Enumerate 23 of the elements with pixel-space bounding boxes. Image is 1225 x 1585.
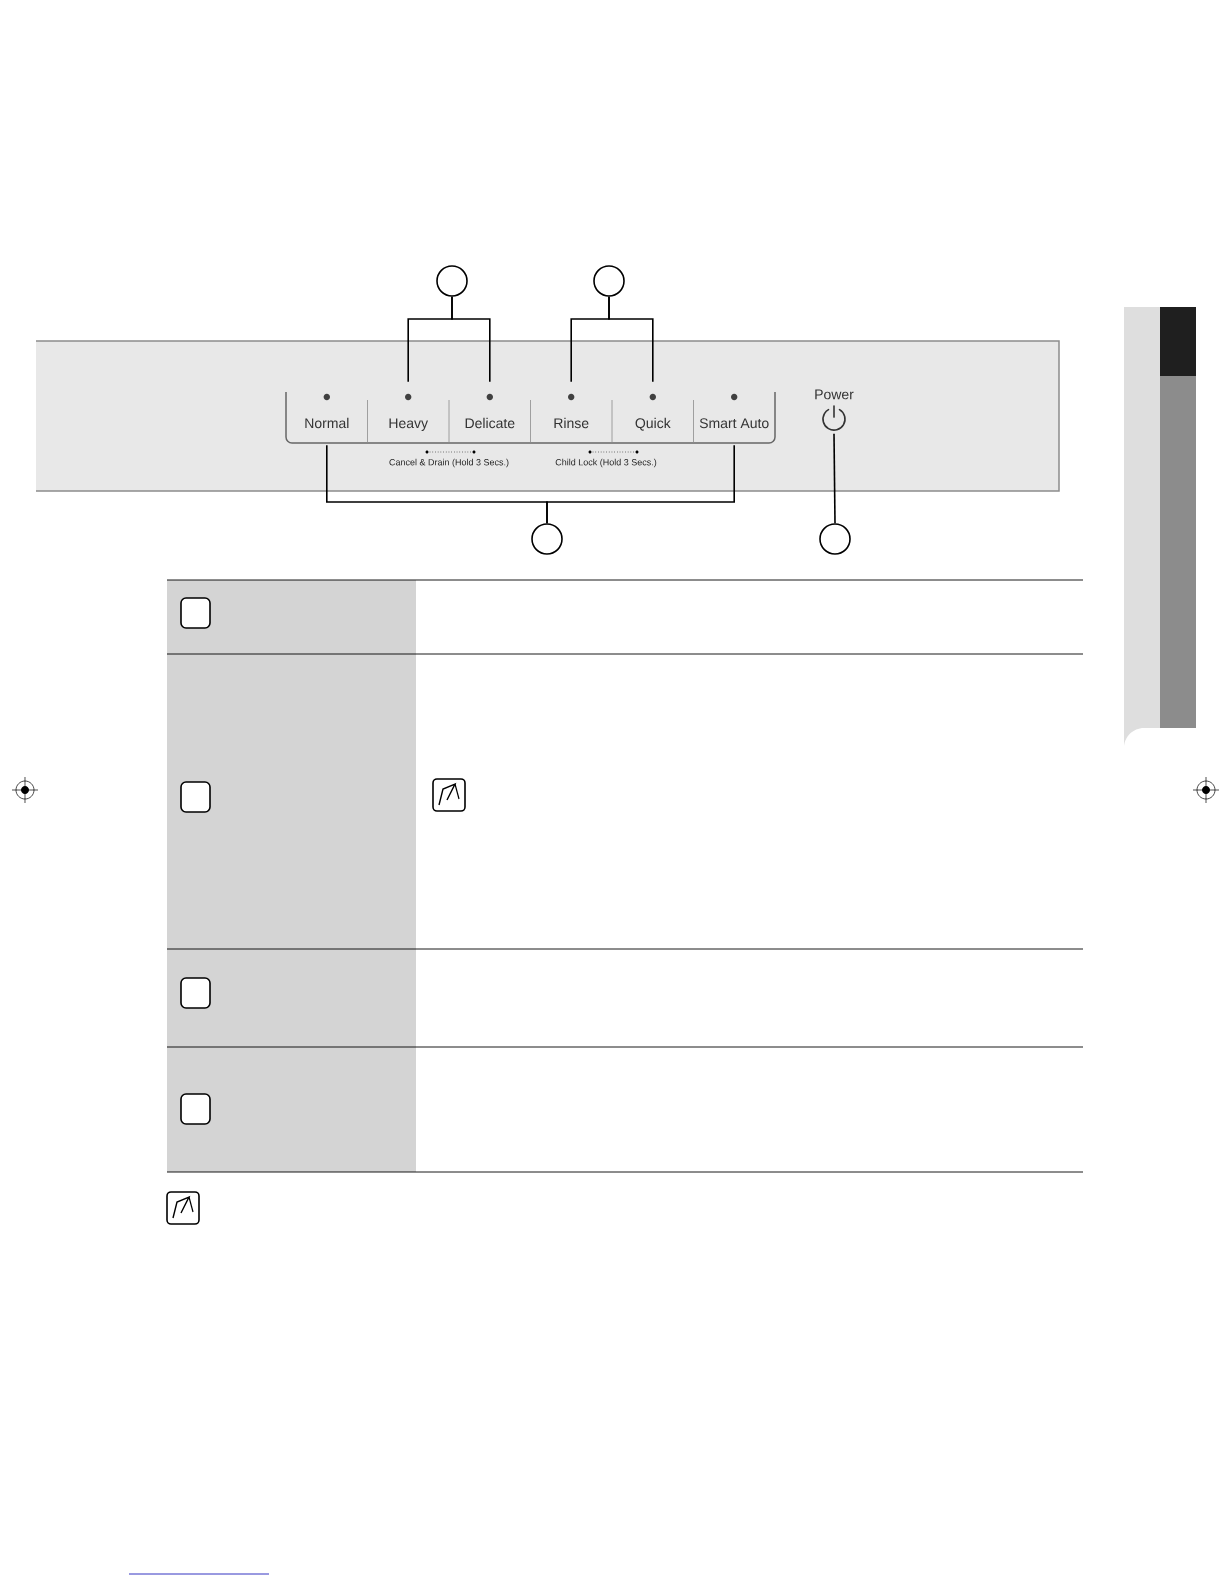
program-button: Normal [305, 393, 349, 429]
program-button: Heavy [389, 393, 428, 431]
node-label: Rinse [554, 417, 589, 429]
program-button: Quick [635, 393, 671, 431]
hold-label: Cancel & Drain (Hold 3 Secs.) [389, 458, 509, 468]
callout-circle [819, 523, 851, 555]
callout-circle [436, 265, 468, 297]
node-label: Heavy [389, 418, 429, 431]
leader-line [451, 296, 491, 383]
hold-label: Child Lock (Hold 3 Secs.) [555, 458, 657, 468]
node-label: Delicate [465, 417, 515, 429]
node-label: Normal [305, 417, 349, 429]
leader-line [833, 432, 836, 524]
node-label: Quick [635, 417, 671, 431]
node-label: Smart Auto [699, 418, 769, 429]
program-button: Delicate [465, 393, 515, 429]
leader-line [546, 444, 735, 524]
callout-circle [593, 265, 625, 297]
power-button: Power [815, 389, 854, 431]
program-button: Smart Auto [699, 393, 769, 429]
callout-circle [531, 523, 563, 555]
leader-line [608, 296, 654, 383]
program-button: Rinse [554, 393, 589, 429]
